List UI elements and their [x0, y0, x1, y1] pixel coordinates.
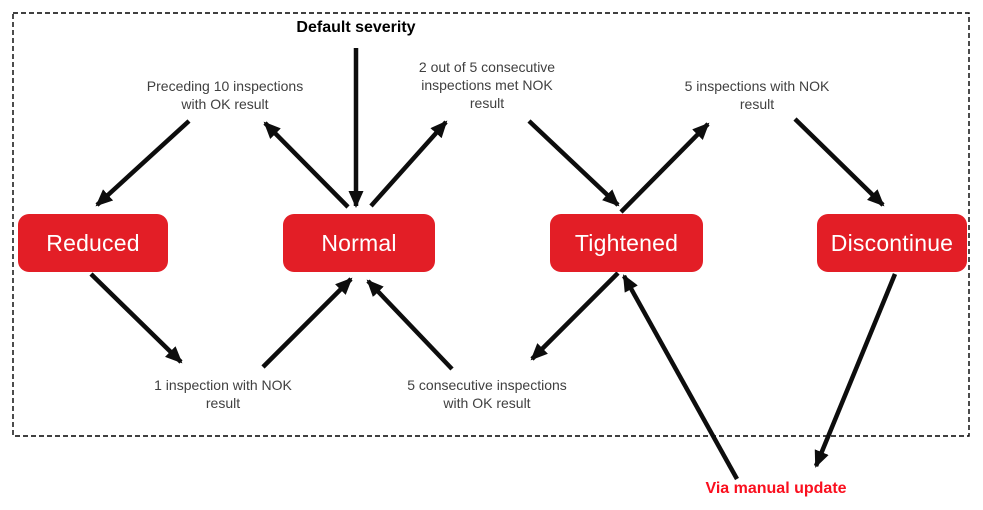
dashed-boundary — [12, 12, 970, 437]
label-line: with OK result — [181, 96, 269, 112]
arrow-reduced-to-one-nok-label — [89, 272, 183, 364]
arrow-via-manual-to-tightened — [622, 274, 739, 481]
arrow-five-ok-label-to-normal — [366, 279, 454, 371]
label-line: 5 consecutive inspections — [407, 377, 567, 393]
label-line: with OK result — [443, 395, 531, 411]
arrow-two-of-five-label-to-tightened — [527, 119, 620, 207]
via-manual-update-caption: Via manual update — [705, 480, 847, 497]
arrow-one-nok-label-to-normal — [261, 277, 353, 369]
state-node-reduced: Reduced — [18, 214, 168, 272]
one-nok-label: 1 inspection with NOK result — [154, 376, 292, 412]
state-node-discontinue: Discontinue — [817, 214, 967, 272]
state-node-normal: Normal — [283, 214, 435, 272]
arrow-five-nok-label-to-discontinue — [793, 117, 885, 207]
arrow-preceding-ok-label-to-reduced — [95, 119, 191, 207]
default-severity-caption: Default severity — [296, 19, 416, 36]
arrow-tightened-to-five-ok-label — [530, 271, 620, 361]
arrow-normal-to-two-of-five-label — [369, 120, 448, 208]
two-of-five-nok-label: 2 out of 5 consecutive inspections met N… — [419, 58, 555, 112]
label-line: result — [205, 395, 241, 411]
label-line: inspections met NOK — [421, 77, 553, 93]
state-node-tightened: Tightened — [550, 214, 703, 272]
label-line: 1 inspection with NOK — [154, 377, 292, 393]
label-line: 5 inspections with NOK — [684, 78, 830, 94]
label-line: Preceding 10 inspections — [146, 78, 304, 94]
five-nok-label: 5 inspections with NOK result — [685, 77, 830, 113]
arrow-discontinue-to-via-manual — [813, 273, 898, 468]
arrow-normal-to-preceding-ok-label — [263, 121, 350, 209]
label-line: result — [469, 95, 505, 111]
preceding-ok-label: Preceding 10 inspections with OK result — [147, 77, 303, 113]
label-line: 2 out of 5 consecutive — [418, 59, 556, 75]
arrow-tightened-to-five-nok-label — [619, 122, 710, 214]
label-line: result — [739, 96, 775, 112]
five-ok-label: 5 consecutive inspections with OK result — [407, 376, 567, 412]
